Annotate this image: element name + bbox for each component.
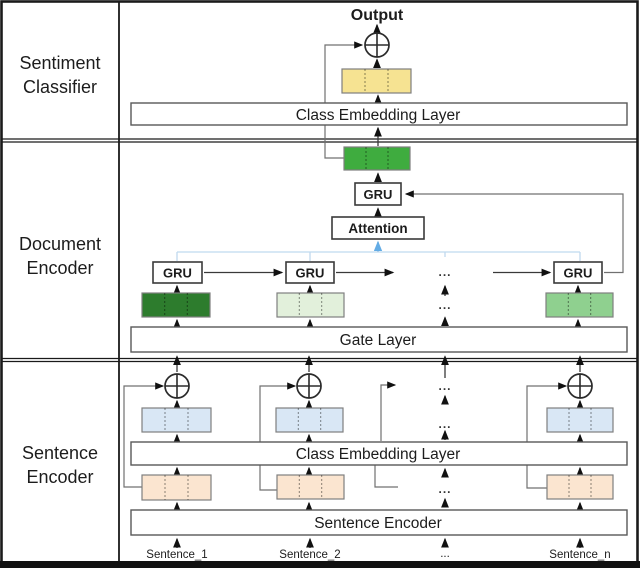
gru-2-box bbox=[285, 261, 335, 284]
section-label-sentiment-classifier: Sentiment Classifier bbox=[19, 53, 100, 97]
section-label-line: Encoder bbox=[26, 467, 93, 487]
section-label-line: Document bbox=[19, 234, 101, 254]
sentence-input-label-n: Sentence_n bbox=[549, 549, 610, 561]
section-label-line: Sentiment bbox=[19, 53, 100, 73]
gru-n-label: GRU bbox=[564, 266, 593, 281]
class-embedding-layer-bar-sentence bbox=[130, 441, 628, 466]
output-label: Output bbox=[351, 7, 404, 24]
sentence-encoder-bar-label: Sentence Encoder bbox=[314, 515, 442, 532]
document-vector-box bbox=[343, 146, 411, 171]
sentence-encoder-bar bbox=[130, 509, 628, 536]
word-embedding-n-box bbox=[546, 474, 614, 500]
attention-wires bbox=[176, 240, 581, 261]
section-label-document-encoder: Document Encoder bbox=[19, 234, 101, 278]
class-embedding-output-box bbox=[341, 68, 412, 94]
add-icon-classifier bbox=[364, 32, 390, 58]
section-label-line: Classifier bbox=[23, 77, 97, 97]
document-gru-label: GRU bbox=[364, 187, 393, 202]
document-gru-box bbox=[354, 182, 402, 206]
class-embedding-layer-label-classifier: Class Embedding Layer bbox=[296, 107, 461, 124]
gate-layer-label: Gate Layer bbox=[340, 332, 417, 349]
ellipsis: ... bbox=[438, 417, 451, 431]
word-embedding-2-box bbox=[276, 474, 345, 500]
ellipsis: ... bbox=[438, 379, 451, 393]
section-label-line: Encoder bbox=[26, 258, 93, 278]
sentence-hidden-2-box bbox=[275, 407, 344, 433]
sentence-hidden-1-box bbox=[141, 407, 212, 433]
sentence-input-label-1: Sentence_1 bbox=[146, 549, 207, 561]
word-embedding-1-box bbox=[141, 474, 212, 501]
ellipsis: ... bbox=[438, 265, 451, 279]
gru-1-box bbox=[152, 261, 203, 284]
gru-1-label: GRU bbox=[163, 266, 192, 281]
gate-layer-bar bbox=[130, 326, 628, 353]
class-embedding-layer-label-sentence: Class Embedding Layer bbox=[296, 446, 461, 463]
sentence-input-label-2: Sentence_2 bbox=[279, 549, 340, 561]
gru-2-label: GRU bbox=[296, 266, 325, 281]
section-label-sentence-encoder: Sentence Encoder bbox=[22, 443, 98, 487]
class-embedding-layer-bar-classifier bbox=[130, 102, 628, 126]
add-icon-sentence-2 bbox=[296, 373, 322, 399]
ellipsis: ... bbox=[438, 482, 451, 496]
gru-n-box bbox=[553, 261, 603, 284]
sentence-input-label-mid: ... bbox=[440, 548, 450, 560]
doc-embedding-n-box bbox=[545, 292, 614, 318]
section-label-line: Sentence bbox=[22, 443, 98, 463]
bypass-wires bbox=[123, 41, 624, 491]
sentence-hidden-n-box bbox=[546, 407, 614, 433]
doc-embedding-1-box bbox=[141, 292, 211, 318]
attention-box bbox=[331, 216, 425, 240]
add-icon-sentence-1 bbox=[164, 373, 190, 399]
add-icon-sentence-n bbox=[567, 373, 593, 399]
attention-label: Attention bbox=[348, 221, 407, 236]
ellipsis: ... bbox=[438, 298, 451, 312]
flow-arrows bbox=[173, 23, 584, 548]
doc-embedding-2-box bbox=[276, 292, 345, 318]
